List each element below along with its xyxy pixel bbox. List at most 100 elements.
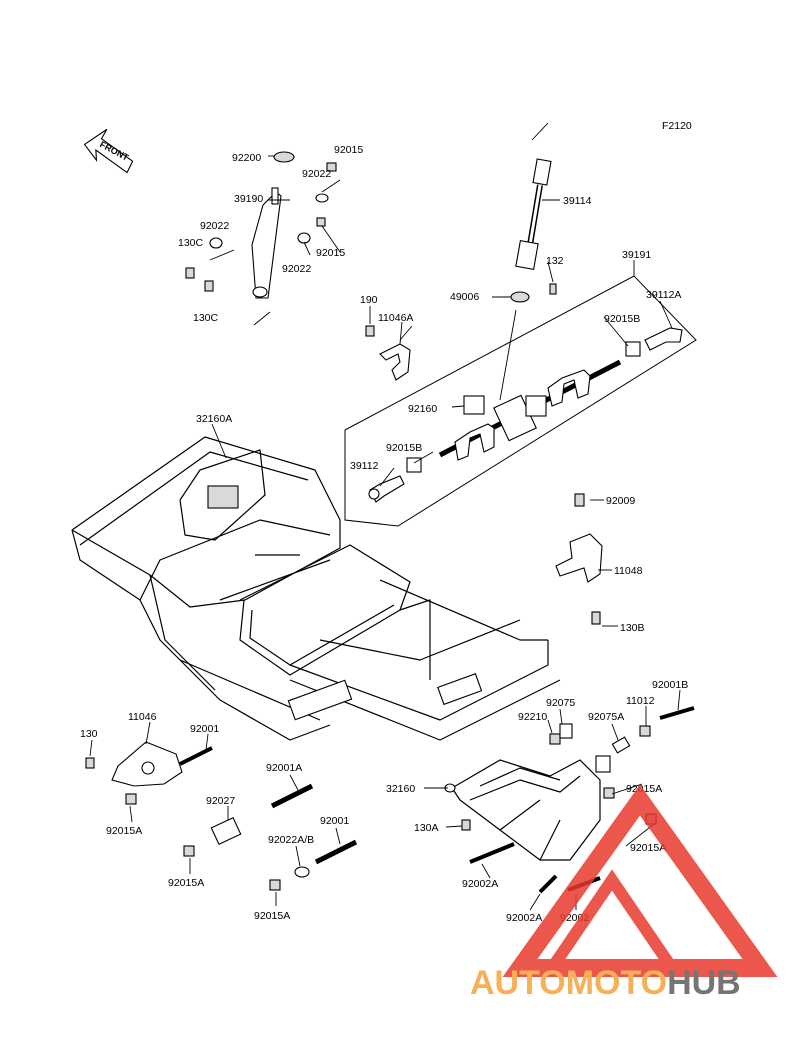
nut-92210 [549,733,561,745]
label-32160: 32160 [386,783,415,795]
label-11046A: 11046A [378,312,413,324]
washer-92022AB [294,866,310,878]
bolt-132 [549,283,557,295]
arm-end [595,755,611,773]
label-92027: 92027 [206,795,235,807]
label-130C-b: 130C [193,312,219,324]
bracket-11048-group [555,493,603,625]
label-92200: 92200 [232,152,261,164]
label-130B: 130B [620,622,645,634]
bolt-130 [85,757,95,769]
u-joint-upper [532,158,552,186]
label-92075: 92075 [546,697,575,709]
label-92002A-b: 92002A [506,912,542,924]
label-92015-top: 92015 [334,144,363,156]
nut-92015A-d [603,787,615,799]
label-92160: 92160 [408,403,437,415]
diagram-code: F2120 [662,120,692,132]
label-92022-c: 92022 [282,263,311,275]
label-130: 130 [80,728,98,740]
label-39191: 39191 [622,249,651,261]
washer-92022-c [297,232,311,244]
label-11048: 11048 [614,565,643,577]
label-92015A-a: 92015A [106,825,142,837]
label-92022AB: 92022A/B [268,834,314,846]
label-49006: 49006 [450,291,479,303]
bracket-11048 [555,533,603,583]
tie-rod-end-39112A [644,327,683,351]
steering-rack-group [368,327,683,503]
bushing-92075A [611,736,631,754]
label-92210: 92210 [518,711,547,723]
shock-body-39190 [251,191,282,299]
bolt-130A [461,819,471,831]
label-130C-a: 130C [178,237,204,249]
label-92009: 92009 [606,495,635,507]
label-92015B-b: 92015B [386,442,422,454]
washer-92022-b [209,237,223,249]
front-arrow-icon: FRONT [83,128,134,174]
label-130A: 130A [414,822,439,834]
seal-49006 [510,291,530,303]
label-39114: 39114 [563,195,592,207]
label-92001-b: 92001 [320,815,349,827]
label-92015-mid: 92015 [316,247,345,259]
label-92001A: 92001A [266,762,302,774]
label-92022-b: 92022 [200,220,229,232]
label-11012: 11012 [626,695,655,707]
nut-92015-mid [316,217,326,227]
rack-boot-left [454,423,495,461]
bushing-92160 [463,395,485,415]
shock-eye [252,286,268,298]
automotohub-watermark: AUTOMOTOHUB [470,784,778,1002]
label-132: 132 [546,255,564,267]
label-92001B: 92001B [652,679,688,691]
rack-boot-right [547,369,591,407]
nut-92015A-c [269,879,281,891]
nut-92015A-a [125,793,137,805]
washer-92022-a [315,193,329,203]
frame-plate [207,485,239,509]
bolt-190 [365,325,375,337]
label-32160A: 32160A [196,413,232,425]
bolt-130C-a [185,267,195,279]
bolt-130C-b [204,280,214,292]
label-190: 190 [360,294,378,306]
label-92022-a: 92022 [302,168,331,180]
label-92015A-b: 92015A [168,877,204,889]
nut-92015-top [326,162,337,172]
main-frame-32160A [71,436,561,741]
label-39190: 39190 [234,193,263,205]
label-92015A-e: 92015A [630,842,666,854]
label-92002A-a: 92002A [462,878,498,890]
watermark-text-part1: AUTOMOTO [470,964,667,1002]
nut-92015A-b [183,845,195,857]
watermark-text-part2: HUB [667,964,741,1002]
label-92075A: 92075A [588,711,624,723]
engine-mount-group [85,741,358,891]
nut-11012 [639,725,651,737]
label-92001-a: 92001 [190,723,219,735]
collar-92075 [559,723,573,739]
bolt-92009 [574,493,585,507]
steering-shaft-group [499,122,557,401]
bolt-130B [591,611,601,625]
nut-92015B-b [406,457,422,473]
spacer-92027 [210,817,242,845]
washer-92200 [273,151,295,163]
label-92015B-a: 92015B [604,313,640,325]
label-11046: 11046 [128,711,157,723]
u-joint-lower [515,239,539,271]
shock-absorber-group [185,151,337,326]
label-92015A-c: 92015A [254,910,290,922]
watermark-text: AUTOMOTOHUB [470,964,741,1002]
label-39112A: 39112A [646,289,681,301]
shock-rod [271,187,279,205]
rack-assembly-box [344,275,697,527]
rack-mount [525,395,547,417]
bracket-11046A [365,325,411,381]
label-39112: 39112 [350,460,379,472]
watermark-triangle-logo [502,784,778,977]
nut-92015B-a [625,341,641,357]
